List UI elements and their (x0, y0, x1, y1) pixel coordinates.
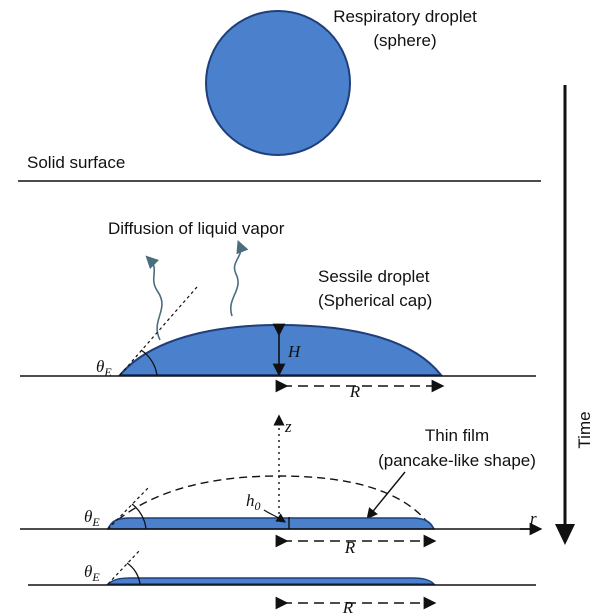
theta-e-film: θE (84, 507, 100, 529)
time-arrow-head (555, 524, 575, 545)
solid-surface-label: Solid surface (27, 153, 125, 172)
time-label: Time (575, 411, 594, 448)
radius-label-film: R (344, 538, 356, 557)
sessile-droplet-label: Sessile droplet (318, 267, 430, 286)
z-axis-label: z (284, 417, 292, 436)
radius-label-sessile: R (349, 382, 361, 401)
sessile-droplet-sublabel: (Spherical cap) (318, 291, 432, 310)
sessile-droplet-cap (117, 323, 444, 376)
respiratory-droplet-sphere (205, 10, 351, 156)
vapor-arrow-left (145, 255, 163, 341)
contact-angle-tangent (119, 286, 198, 376)
thin-film-pointer (366, 471, 406, 520)
theta-e-sessile: θE (96, 357, 112, 379)
former-cap-outline (107, 475, 433, 529)
contact-angle-arc-film (131, 503, 147, 530)
respiratory-droplet-label: Respiratory droplet (333, 7, 477, 26)
thin-film-pancake (106, 517, 436, 530)
diffusion-label: Diffusion of liquid vapor (108, 219, 285, 238)
thin-film-label: Thin film (425, 426, 489, 445)
contact-angle-arc (140, 349, 158, 376)
vapor-arrow-right (229, 240, 249, 317)
r-axis-label: r (530, 509, 537, 528)
thin-film-sublabel: (pancake-like shape) (378, 451, 536, 470)
contact-angle-tangent-final (107, 549, 141, 585)
radius-label-final: R (342, 598, 354, 615)
height-label: H (287, 342, 302, 361)
film-height-label: h0 (246, 491, 261, 513)
film-height-pointer (263, 509, 286, 523)
thinnest-film (106, 577, 436, 585)
respiratory-droplet-sublabel: (sphere) (373, 31, 436, 50)
contact-angle-arc-final (126, 562, 141, 585)
theta-e-final: θE (84, 562, 100, 584)
contact-angle-tangent-film (107, 485, 151, 530)
